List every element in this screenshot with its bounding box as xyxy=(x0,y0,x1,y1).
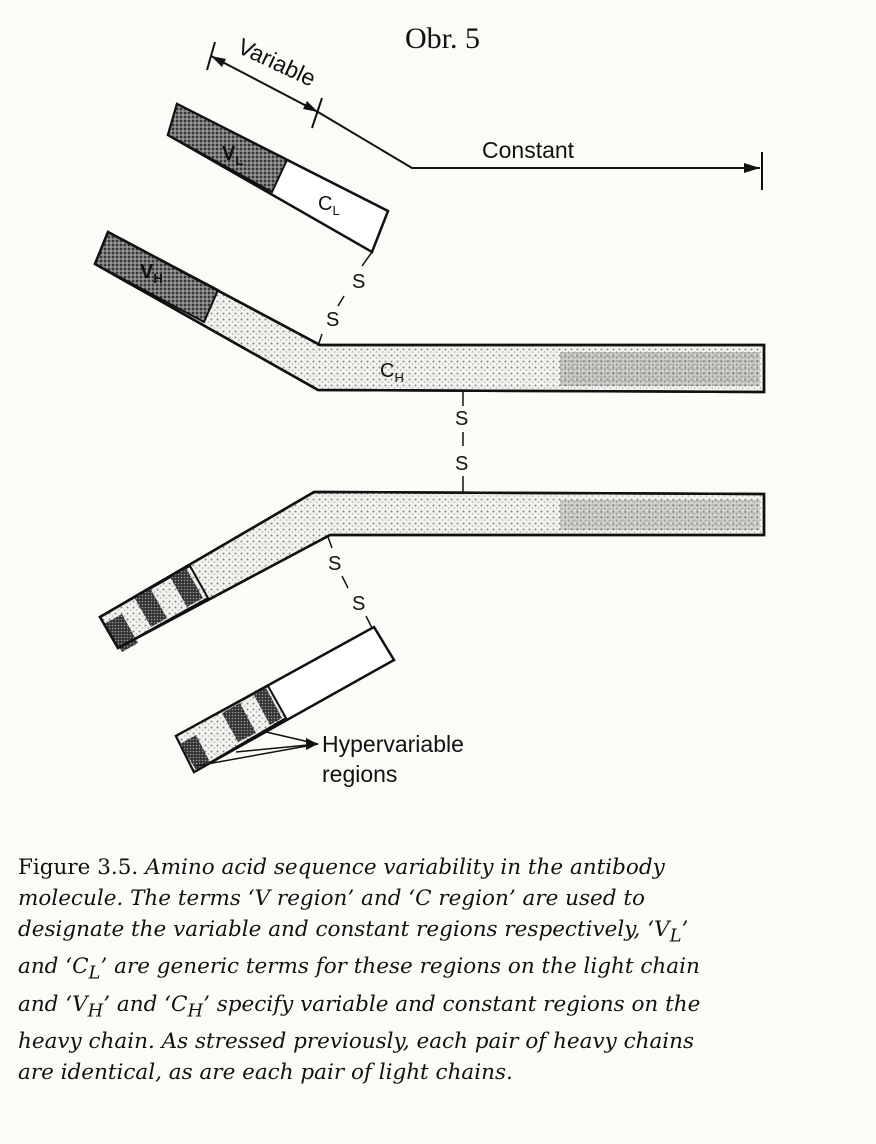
caption-line-2: molecule. The terms ‘V region’ and ‘C re… xyxy=(18,886,645,911)
upper-heavy-chain: VH CH xyxy=(93,230,766,394)
caption-line-6: heavy chain. As stressed previously, eac… xyxy=(18,1028,695,1054)
constant-label: Constant xyxy=(482,137,575,163)
constant-dimension: Constant xyxy=(317,111,763,190)
hypervariable-callout: Hypervariable regions xyxy=(195,731,464,787)
caption-line-3: designate the variable and constant regi… xyxy=(18,917,689,947)
antibody-diagram: Variable Constant VL CL VH CH S xyxy=(93,33,766,787)
svg-text:S: S xyxy=(352,271,365,293)
figure-caption: Figure 3.5. Amino acid sequence variabil… xyxy=(18,852,863,1088)
figure-label: Figure 3.5. xyxy=(18,855,139,880)
svg-text:S: S xyxy=(352,593,365,615)
caption-line-5: and ‘VH’ and ‘CH’ specify variable and c… xyxy=(18,991,701,1021)
caption-line-4: and ‘CL’ are generic terms for these reg… xyxy=(18,954,700,984)
disulfide-lower-heavy-light: S S xyxy=(327,536,373,629)
svg-text:S: S xyxy=(328,553,341,575)
svg-text:S: S xyxy=(455,453,468,475)
vl-label: VL xyxy=(222,143,243,168)
lower-light-chain xyxy=(174,625,396,774)
vh-label: VH xyxy=(140,261,163,286)
variable-label: Variable xyxy=(234,33,320,92)
cl-label: CL xyxy=(318,193,340,218)
svg-text:regions: regions xyxy=(322,761,397,787)
disulfide-upper-light-heavy: S S xyxy=(317,251,373,347)
hypervariable-label: Hypervariable xyxy=(322,731,464,757)
page-title: Obr. 5 xyxy=(405,22,480,55)
variable-dimension: Variable xyxy=(206,33,323,129)
lower-heavy-chain xyxy=(98,490,766,652)
ch-label: CH xyxy=(380,360,404,385)
caption-line-7: are identical, as are each pair of light… xyxy=(18,1059,513,1085)
upper-light-chain: VL CL xyxy=(166,102,390,254)
svg-text:S: S xyxy=(455,408,468,430)
caption-line-1: Amino acid sequence variability in the a… xyxy=(145,855,665,880)
svg-text:S: S xyxy=(326,309,339,331)
disulfide-heavy-heavy: S S xyxy=(455,392,468,492)
